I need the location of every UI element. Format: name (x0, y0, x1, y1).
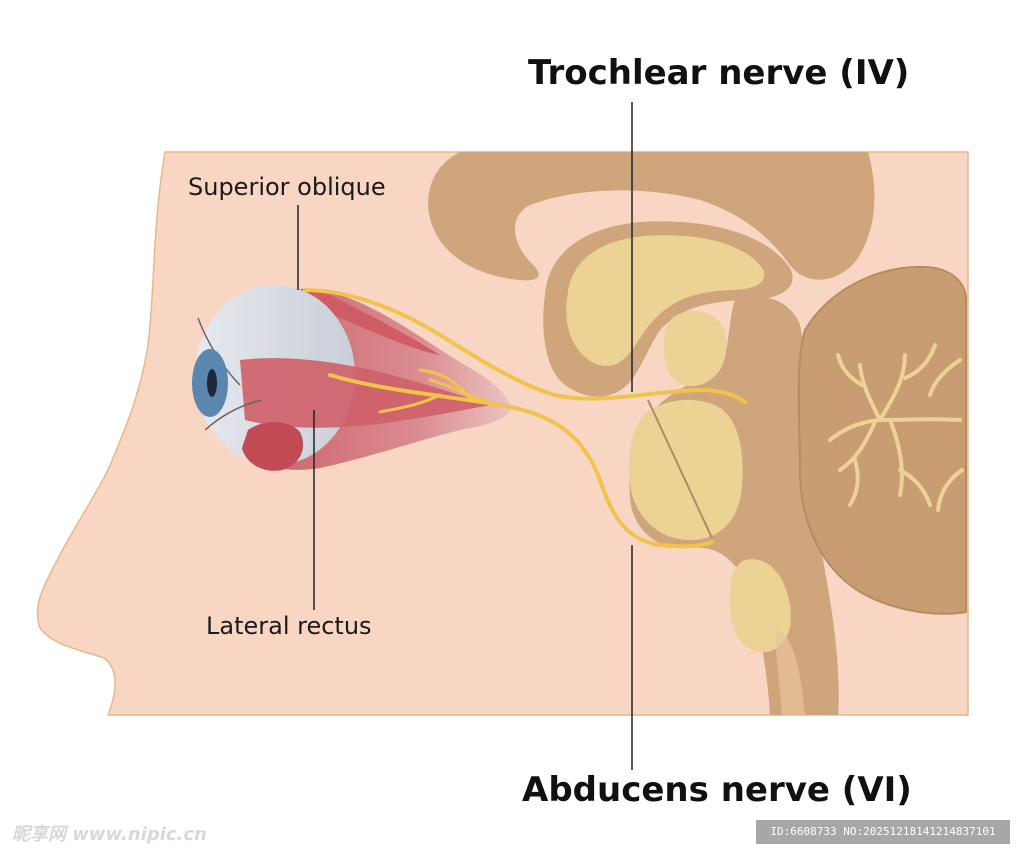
medulla-core (729, 559, 791, 653)
nerve-branch (378, 368, 502, 414)
label-lateral-rectus: Lateral rectus (206, 612, 372, 640)
watermark-text: 昵享网 www.nipic.cn (12, 824, 207, 845)
cerebellum (797, 265, 967, 615)
cerebellum-branches (828, 343, 964, 512)
pons-line (647, 399, 713, 539)
inferior-muscle (242, 421, 304, 471)
spinal-cord (775, 630, 805, 715)
cerebrum (428, 152, 875, 281)
pupil (207, 369, 217, 397)
pons-bulge (628, 400, 743, 540)
abducens-nerve-path (328, 373, 714, 549)
midbrain-core (663, 310, 727, 387)
lateral-rectus-muscle (240, 358, 490, 428)
label-abducens-nerve: Abducens nerve (VI) (522, 770, 912, 810)
label-trochlear-nerve: Trochlear nerve (IV) (528, 53, 910, 93)
lower-eyelid (204, 399, 263, 431)
thalamus-core (566, 235, 765, 366)
watermark-id: ID:6608733 NO:20251218141214837101 (756, 820, 1010, 844)
trochlear-nerve-path (303, 288, 747, 404)
label-superior-oblique: Superior oblique (188, 173, 386, 201)
